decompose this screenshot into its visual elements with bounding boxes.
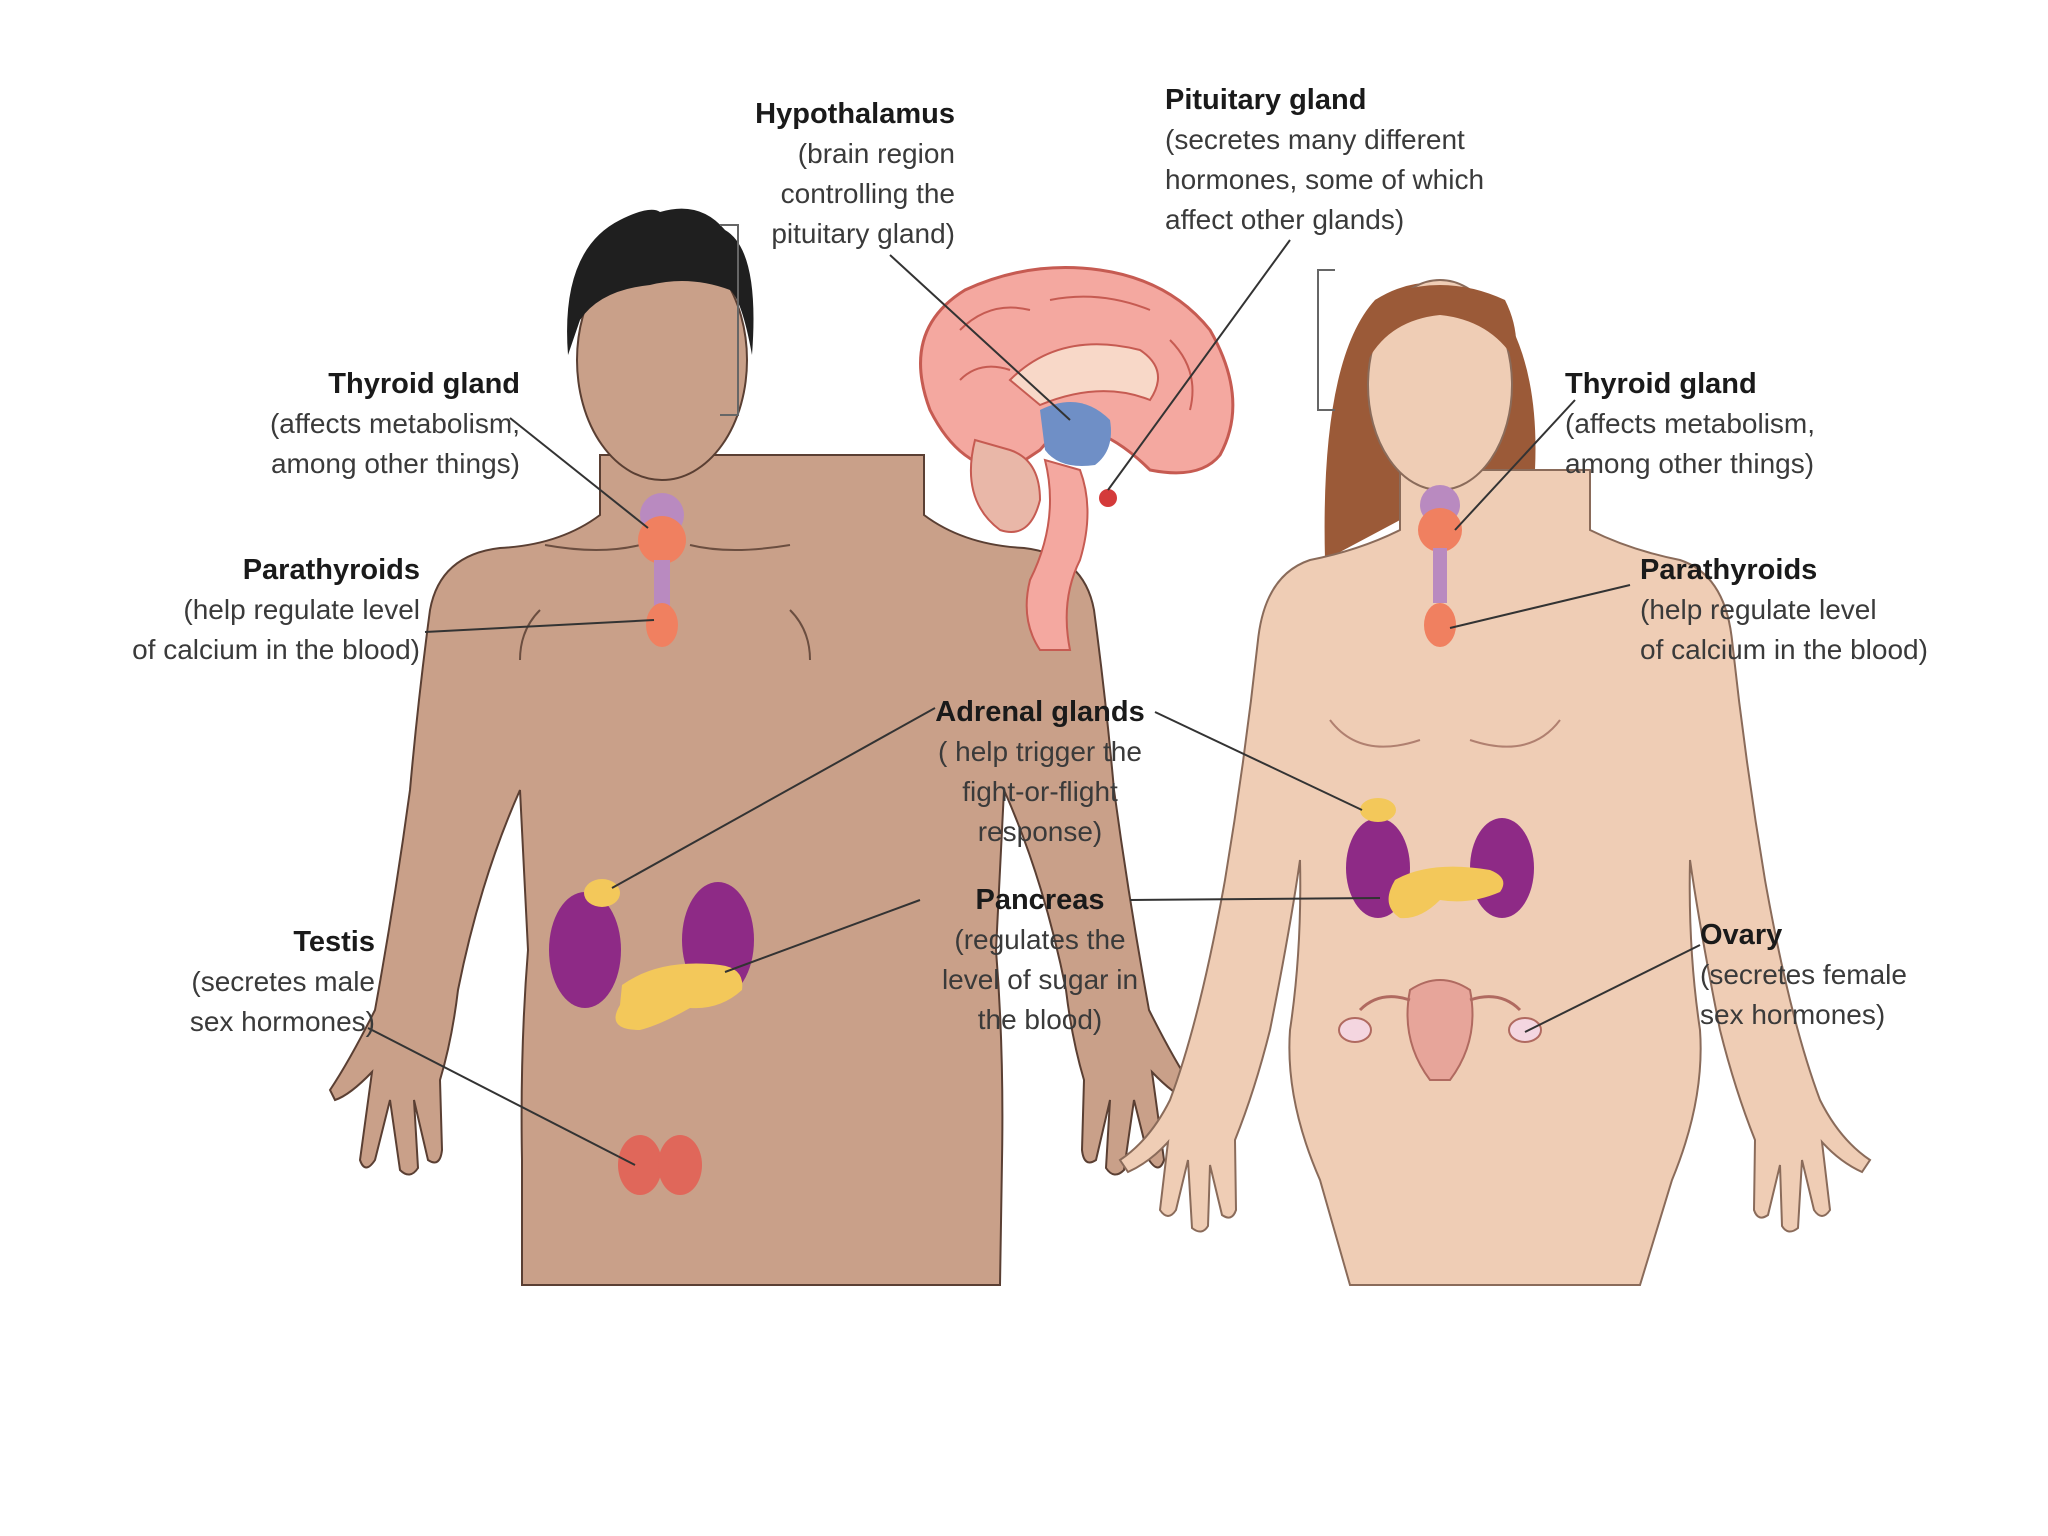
label-thyroid-right: Thyroid gland (affects metabolism, among… bbox=[1565, 364, 1865, 484]
label-pancreas-desc: (regulates the level of sugar in the blo… bbox=[920, 920, 1160, 1040]
label-parathyroids-right-title: Parathyroids bbox=[1640, 550, 1980, 590]
label-thyroid-left: Thyroid gland (affects metabolism, among… bbox=[225, 364, 520, 484]
label-parathyroids-right: Parathyroids (help regulate level of cal… bbox=[1640, 550, 1980, 670]
label-pituitary: Pituitary gland (secretes many different… bbox=[1165, 80, 1505, 240]
label-hypothalamus: Hypothalamus (brain region controlling t… bbox=[740, 94, 955, 254]
label-ovary-desc: (secretes female sex hormones) bbox=[1700, 955, 1930, 1035]
female-ovary-right bbox=[1509, 1018, 1541, 1042]
label-adrenal-title: Adrenal glands bbox=[915, 692, 1165, 732]
label-ovary: Ovary (secretes female sex hormones) bbox=[1700, 915, 1930, 1035]
label-testis-desc: (secretes male sex hormones) bbox=[160, 962, 375, 1042]
female-adrenal bbox=[1360, 798, 1396, 822]
pituitary-dot bbox=[1099, 489, 1117, 507]
label-parathyroids-right-desc: (help regulate level of calcium in the b… bbox=[1640, 590, 1980, 670]
label-parathyroids-left: Parathyroids (help regulate level of cal… bbox=[90, 550, 420, 670]
male-adrenal bbox=[584, 879, 620, 907]
label-testis-title: Testis bbox=[160, 922, 375, 962]
label-thyroid-right-title: Thyroid gland bbox=[1565, 364, 1865, 404]
female-kidney-right bbox=[1470, 818, 1534, 918]
label-testis: Testis (secretes male sex hormones) bbox=[160, 922, 375, 1042]
label-adrenal-desc: ( help trigger the fight-or-flight respo… bbox=[915, 732, 1165, 852]
male-kidney-left bbox=[549, 892, 621, 1008]
label-thyroid-right-desc: (affects metabolism, among other things) bbox=[1565, 404, 1865, 484]
label-pancreas: Pancreas (regulates the level of sugar i… bbox=[920, 880, 1160, 1040]
label-hypothalamus-title: Hypothalamus bbox=[740, 94, 955, 134]
label-parathyroids-left-title: Parathyroids bbox=[90, 550, 420, 590]
label-pancreas-title: Pancreas bbox=[920, 880, 1160, 920]
female-head-bracket bbox=[1318, 270, 1335, 410]
label-thyroid-left-title: Thyroid gland bbox=[225, 364, 520, 404]
label-parathyroids-left-desc: (help regulate level of calcium in the b… bbox=[90, 590, 420, 670]
female-ovary-left bbox=[1339, 1018, 1371, 1042]
label-pituitary-title: Pituitary gland bbox=[1165, 80, 1505, 120]
label-ovary-title: Ovary bbox=[1700, 915, 1930, 955]
label-hypothalamus-desc: (brain region controlling the pituitary … bbox=[740, 134, 955, 254]
label-pituitary-desc: (secretes many different hormones, some … bbox=[1165, 120, 1505, 240]
label-thyroid-left-desc: (affects metabolism, among other things) bbox=[225, 404, 520, 484]
label-adrenal: Adrenal glands ( help trigger the fight-… bbox=[915, 692, 1165, 852]
